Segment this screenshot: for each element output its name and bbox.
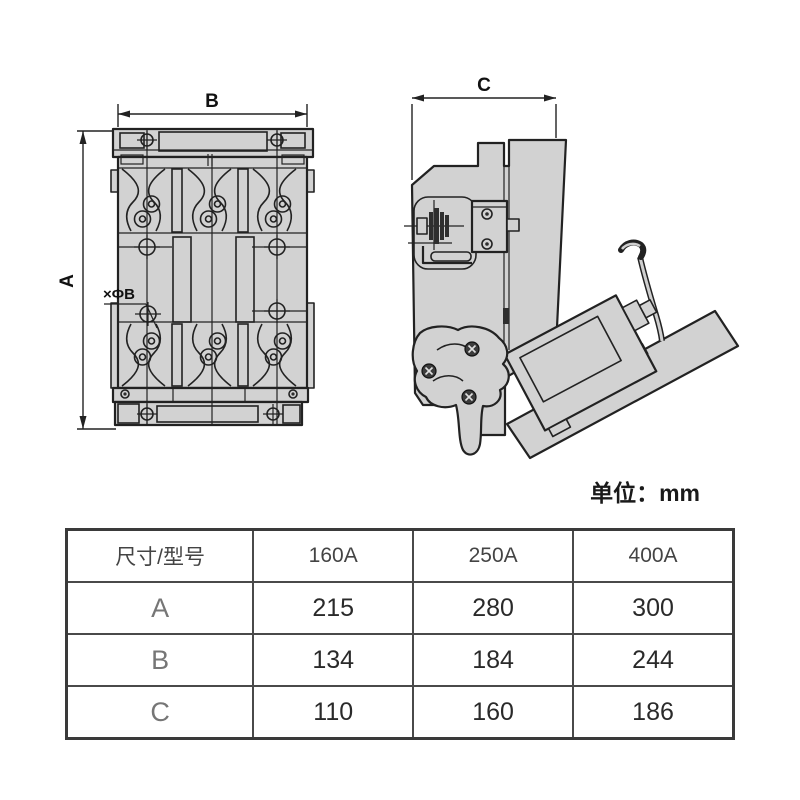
table-cell: 110 [252, 685, 415, 740]
table-cell: 300 [572, 581, 735, 635]
table-header-cell: 160A [252, 528, 415, 583]
carrier-clip [547, 418, 572, 438]
hole-label: ×ΦB [103, 286, 135, 303]
dim-c-label: C [477, 75, 491, 96]
dimension-name-cell: A [65, 581, 255, 635]
table-row: A 215 280 300 [65, 581, 735, 635]
carrier-tab [638, 299, 658, 319]
table-header-cell: 400A [572, 528, 735, 583]
dim-b-label: B [205, 91, 219, 112]
side-view: C [404, 75, 740, 460]
unit-label: 单位：mm [590, 480, 700, 506]
table-cell: 186 [572, 685, 735, 740]
fuse-carrier [503, 294, 658, 438]
middle-zone: ×ΦB [103, 234, 307, 329]
bottom-terminal-band [113, 400, 304, 427]
fuse-cartridge [519, 315, 622, 403]
arrowhead-left [118, 110, 130, 118]
operating-rod [618, 239, 665, 342]
dimensions-table: 尺寸/型号 160A 250A 400A A 215 280 300 B 134… [65, 528, 735, 740]
arrowhead-right [295, 110, 307, 118]
table-cell: 280 [412, 581, 575, 635]
table-header-row: 尺寸/型号 160A 250A 400A [65, 528, 735, 583]
arrowhead-left [412, 94, 424, 102]
arrowhead-right [544, 94, 556, 102]
table-row: B 134 184 244 [65, 633, 735, 687]
dimension-a: A [57, 130, 116, 430]
dimension-name-cell: C [65, 685, 255, 740]
dimension-b: B [117, 91, 308, 127]
dimension-name-cell: B [65, 633, 255, 687]
bottom-step-band [111, 386, 310, 404]
table-row: C 110 160 186 [65, 685, 735, 740]
mounting-bracket [470, 199, 520, 254]
table-header-cell: 尺寸/型号 [65, 528, 255, 583]
pivot-screw [464, 341, 480, 357]
table-cell: 160 [412, 685, 575, 740]
pivot-mechanism [411, 325, 510, 456]
fuse-module-row-upper [118, 168, 307, 234]
table-cell: 134 [252, 633, 415, 687]
pivot-screw [421, 363, 437, 379]
front-body: ×ΦB [103, 127, 315, 427]
fuse-module-row-lower [121, 323, 297, 387]
front-view: B A [57, 91, 315, 430]
pivot-screw [461, 389, 477, 405]
table-cell: 244 [572, 633, 735, 687]
dim-a-label: A [57, 274, 78, 288]
arrowhead-bottom [79, 416, 87, 429]
terminal-bolt [404, 200, 472, 265]
table-cell: 184 [412, 633, 575, 687]
dimension-c: C [411, 75, 557, 180]
arrowhead-top [79, 131, 87, 144]
table-header-cell: 250A [412, 528, 575, 583]
table-cell: 215 [252, 581, 415, 635]
technical-drawing: B A [57, 75, 740, 460]
hole-callout: ×ΦB [103, 286, 162, 329]
